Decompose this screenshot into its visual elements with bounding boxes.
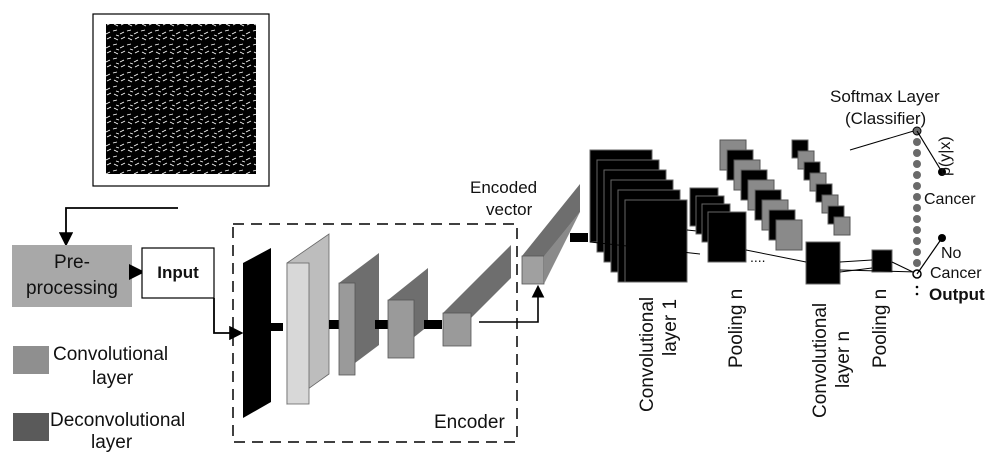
pooling-2-stack	[791, 139, 893, 273]
input-label: Input	[157, 263, 199, 282]
softmax-nodes	[912, 126, 922, 296]
encoder-black-layer	[243, 248, 271, 418]
encoded-vector-label-line1: Encoded	[470, 178, 537, 197]
conv-layer-n-label-line1: Convolutional	[810, 303, 831, 418]
image-to-preprocessing-arrow	[58, 207, 178, 247]
input-box: Input	[141, 247, 215, 299]
pooling-1-label: Pooling n	[726, 289, 747, 368]
preprocessing-box: Pre- processing	[12, 245, 132, 307]
preprocessing-label-line1: Pre-	[54, 252, 90, 273]
preprocessing-label-line2: processing	[26, 278, 118, 299]
legend-conv-label-line1: Convolutional	[53, 344, 168, 365]
legend-conv: Convolutional layer	[13, 344, 168, 389]
encoder-layer-5	[442, 245, 511, 347]
input-image-icon	[92, 13, 270, 187]
output-label: Output	[929, 285, 985, 304]
probability-label: p(y|x)	[937, 136, 954, 176]
cancer-label: Cancer	[924, 191, 976, 208]
no-cancer-label-line1: No	[941, 245, 962, 262]
encoded-vector-block	[521, 184, 580, 285]
softmax-label-line2: (Classifier)	[845, 109, 926, 128]
legend-conv-label-line2: layer	[92, 368, 134, 389]
legend-deconv: Deconvolutional layer	[13, 410, 185, 452]
legend-conv-swatch	[13, 346, 49, 374]
conv-layer-1-stack	[589, 149, 688, 283]
encoder-label: Encoder	[434, 412, 505, 433]
pooling-1-stack	[689, 187, 747, 263]
conv-layer-1-label-line2: layer 1	[660, 299, 681, 356]
conv-layer-n-label-line2: layer n	[833, 331, 854, 388]
encoder-light-layer	[286, 233, 330, 405]
softmax-label-line1: Softmax Layer	[830, 87, 940, 106]
pooling-2-label: Pooling n	[870, 289, 891, 368]
legend-deconv-label-line2: layer	[91, 432, 133, 452]
encoder-layer-3	[338, 253, 379, 376]
legend-deconv-swatch	[13, 413, 49, 441]
legend-deconv-label-line1: Deconvolutional	[50, 410, 185, 431]
conv-layer-1-label-line1: Convolutional	[637, 297, 658, 412]
no-cancer-label-line2: Cancer	[930, 265, 982, 282]
encoded-vector-label-line2: vector	[486, 200, 533, 219]
conv-layer-n-stack	[719, 139, 841, 285]
encoder-layer-4	[387, 268, 428, 359]
